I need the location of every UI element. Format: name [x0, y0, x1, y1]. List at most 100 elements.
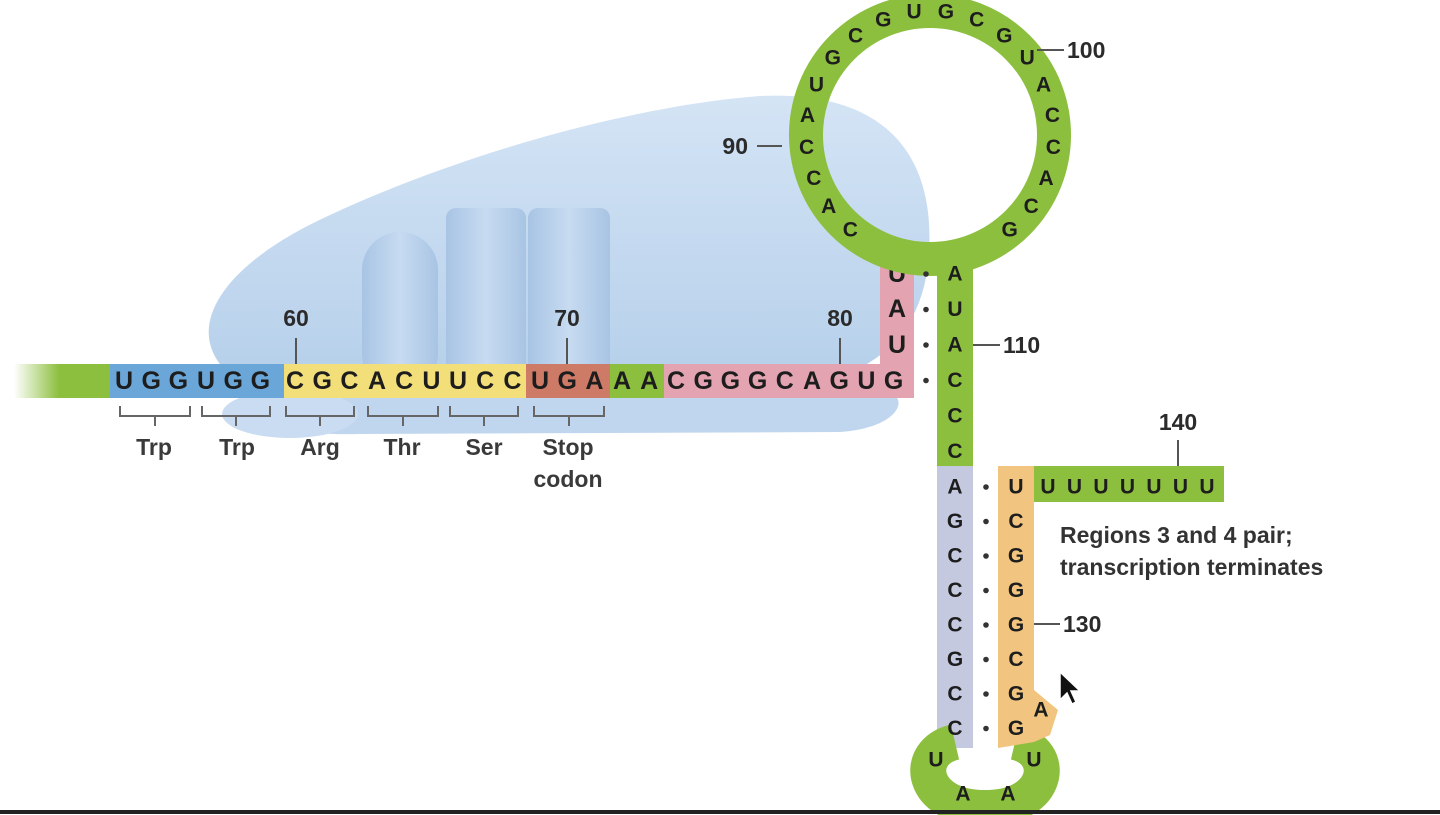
nucleotide-tail: U	[1173, 476, 1188, 499]
nucleotide-region4: G	[1008, 683, 1024, 706]
nucleotide-region3_left: G	[721, 367, 740, 395]
nucleotide-region4: G	[1008, 717, 1024, 740]
nucleotide-stem-right: A	[947, 263, 962, 286]
nucleotide-tail: U	[1120, 476, 1135, 499]
position-110: 110	[1003, 332, 1040, 358]
nucleotide-stem-right: C	[947, 440, 962, 463]
nucleotide-loop: C	[848, 24, 863, 47]
trna-stop-site	[528, 208, 610, 392]
base-pair-dot	[983, 484, 989, 490]
codon-bracket	[449, 406, 519, 426]
nucleotide-spacer: A	[640, 367, 658, 395]
nucleotide-stem-left: C	[947, 683, 962, 706]
base-pair-dot	[983, 587, 989, 594]
nucleotide-stem-left: A	[947, 476, 962, 499]
nucleotide-loop: U	[907, 1, 922, 24]
nucleotide-region3-vertical: A	[888, 295, 906, 323]
nucleotide-stem-left: C	[947, 579, 962, 602]
base-pair-dot	[983, 725, 989, 732]
nucleotide-loop: A	[1036, 74, 1051, 97]
codon-bracket	[119, 406, 191, 426]
label-codon: codon	[534, 466, 603, 492]
nucleotide-trp1: U	[115, 367, 133, 395]
nucleotide-arg: G	[312, 367, 331, 395]
base-pair-dot	[923, 271, 929, 277]
position-60: 60	[283, 305, 309, 331]
nucleotide-thr: C	[395, 367, 413, 395]
nucleotide-trp2: G	[223, 367, 242, 395]
nucleotide-hairpin-loop: A	[1000, 783, 1015, 806]
codon-bracket	[533, 406, 605, 426]
nucleotide-region3_left: G	[693, 367, 712, 395]
nucleotide-region3-vertical: U	[888, 331, 906, 359]
nucleotide-hairpin-loop: A	[955, 783, 970, 806]
nucleotide-loop: A	[800, 104, 815, 127]
nucleotide-loop: C	[1046, 136, 1061, 159]
nucleotide-region4: G	[1008, 614, 1024, 637]
position-70: 70	[554, 305, 580, 331]
nucleotide-loop: C	[1024, 195, 1039, 218]
annotation-line-2: transcription terminates	[1060, 554, 1323, 580]
nucleotide-loop: G	[996, 24, 1012, 47]
nucleotide-region4: U	[1008, 476, 1023, 499]
nucleotide-region4: G	[1008, 579, 1024, 602]
nucleotide-stem-left: C	[947, 717, 962, 740]
nucleotide-loop: C	[969, 9, 984, 32]
trna-thr	[362, 232, 438, 392]
nucleotide-loop: G	[875, 9, 891, 32]
position-ticks	[295, 49, 1179, 625]
position-140: 140	[1159, 409, 1197, 435]
base-pair-dot	[923, 377, 929, 384]
nucleotide-tail: U	[1040, 476, 1055, 499]
codon-bracket	[367, 406, 439, 426]
nucleotide-region3_left: A	[803, 367, 821, 395]
base-pair-dot	[983, 518, 989, 525]
base-pair-dot	[983, 553, 989, 559]
codon-bracket	[285, 406, 355, 426]
poly-u-tail	[1034, 466, 1224, 502]
spacer-region	[610, 364, 664, 398]
nucleotide-stem-left: G	[947, 510, 963, 533]
stem-left-lavender	[937, 466, 973, 748]
nucleotide-ser: C	[476, 367, 494, 395]
nucleotide-loop: A	[821, 195, 836, 218]
trp-codon-region	[110, 364, 284, 398]
nucleotide-spacer: A	[613, 367, 631, 395]
label-trp-2: Trp	[219, 434, 255, 460]
nucleotide-region3_left: U	[857, 367, 875, 395]
nucleotide-stem-right: U	[947, 298, 962, 321]
nucleotide-stem-left: C	[947, 614, 962, 637]
mrna-leader	[14, 364, 114, 398]
nucleotide-arg: C	[340, 367, 358, 395]
label-ser: Ser	[465, 434, 502, 460]
position-130: 130	[1063, 611, 1101, 637]
nucleotide-bulge: A	[1033, 699, 1048, 722]
stop-codon-region	[526, 364, 610, 398]
nucleotide-ser: C	[503, 367, 521, 395]
label-stop: Stop	[542, 434, 593, 460]
trna-ser	[446, 208, 526, 392]
hairpin-loop-ring	[910, 724, 1060, 815]
codon-brackets	[119, 406, 605, 426]
base-pair-dot	[983, 656, 989, 663]
nucleotide-loop: G	[825, 46, 841, 69]
nucleotide-region4: G	[1008, 545, 1024, 568]
nucleotide-tail: U	[1093, 476, 1108, 499]
label-thr: Thr	[383, 434, 420, 460]
nucleotide-stem-left: C	[947, 545, 962, 568]
nucleotide-tail: U	[1146, 476, 1161, 499]
codon-bracket	[201, 406, 271, 426]
nucleotide-loop: U	[809, 74, 824, 97]
arg-thr-ser-region	[284, 364, 526, 398]
label-arg: Arg	[300, 434, 340, 460]
nucleotide-stem-right: C	[947, 405, 962, 428]
nucleotide-arg: C	[286, 367, 304, 395]
annotation-line-1: Regions 3 and 4 pair;	[1060, 522, 1293, 548]
nucleotide-ser: U	[449, 367, 467, 395]
base-pair-dot	[923, 306, 929, 313]
nucleotide-loop: C	[1045, 104, 1060, 127]
position-100: 100	[1067, 37, 1105, 63]
